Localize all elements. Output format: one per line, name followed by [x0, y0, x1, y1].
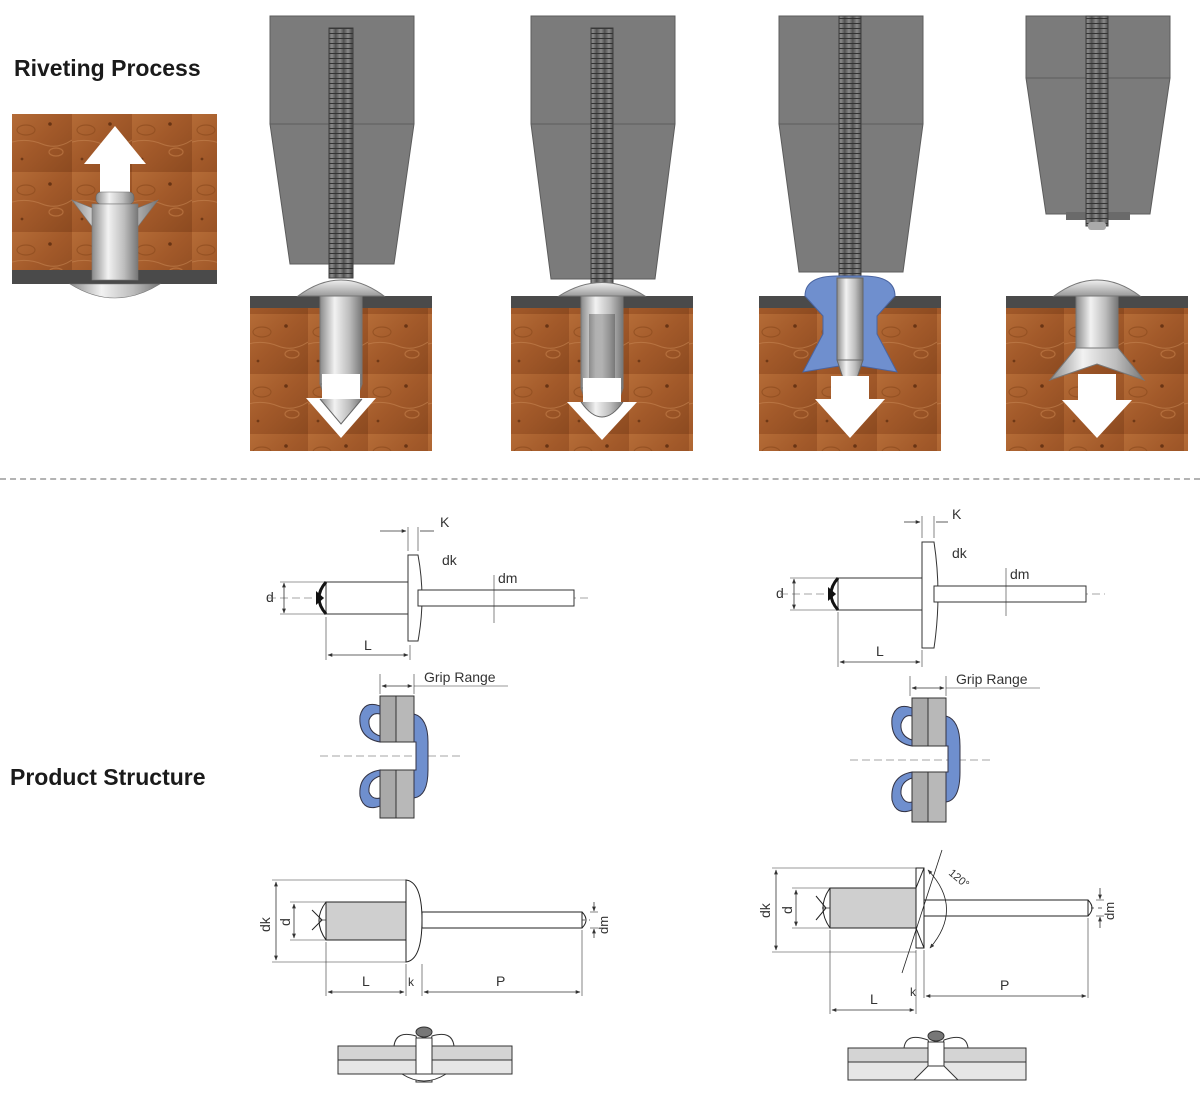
dim-label-angle: 120° [946, 867, 971, 891]
dim-label-k: k [910, 985, 917, 999]
process-step-4 [1006, 15, 1188, 451]
dim-label-L: L [362, 973, 370, 989]
dim-label-L: L [870, 991, 878, 1007]
dim-label-K: K [440, 514, 450, 530]
dim-label-P: P [496, 973, 505, 989]
dim-label-d: d [277, 918, 293, 926]
dim-label-dm: dm [596, 916, 610, 934]
rivet-dimension-drawing-countersunk: 120° dk d L k P dm [757, 849, 1117, 1014]
dim-label-dk: dk [442, 552, 458, 568]
rivet-side-view-dome: d L K dk dm [266, 514, 588, 660]
process-step-3 [759, 15, 941, 451]
dim-label-dk: dk [952, 545, 968, 561]
dim-label-L: L [876, 643, 884, 659]
dim-label-dk: dk [757, 902, 773, 918]
installed-rivet-countersunk [847, 1030, 1027, 1081]
grip-range-label: Grip Range [424, 669, 496, 685]
dim-label-dm: dm [1102, 902, 1117, 920]
section-divider [0, 478, 1200, 480]
process-step-2 [511, 15, 693, 451]
riveting-process-title: Riveting Process [14, 55, 201, 81]
dim-label-k: k [408, 975, 415, 989]
dim-label-d: d [779, 906, 795, 914]
dim-label-d: d [776, 585, 784, 601]
rivet-dimension-drawing-dome: dk d L k P dm [257, 879, 610, 996]
installed-rivet-dome [337, 1026, 513, 1083]
grip-range-diagram-left: Grip Range [320, 669, 508, 819]
grip-range-diagram-right: Grip Range [850, 671, 1040, 823]
dim-label-L: L [364, 637, 372, 653]
pull-arrow-icon [1062, 374, 1132, 438]
dim-label-K: K [952, 506, 962, 522]
dim-label-P: P [1000, 977, 1009, 993]
rivet-side-view-large-flange: d L K dk dm [776, 506, 1105, 667]
process-step-1 [250, 15, 432, 451]
pull-arrow-icon [815, 376, 885, 438]
dim-label-dm: dm [1010, 566, 1029, 582]
pull-arrow-icon [84, 126, 146, 222]
dim-label-d: d [266, 589, 274, 605]
product-structure-title: Product Structure [10, 764, 206, 790]
dim-label-dm: dm [498, 570, 517, 586]
riveting-overview-illustration [12, 114, 217, 299]
grip-range-label: Grip Range [956, 671, 1028, 687]
dim-label-dk: dk [257, 916, 273, 932]
